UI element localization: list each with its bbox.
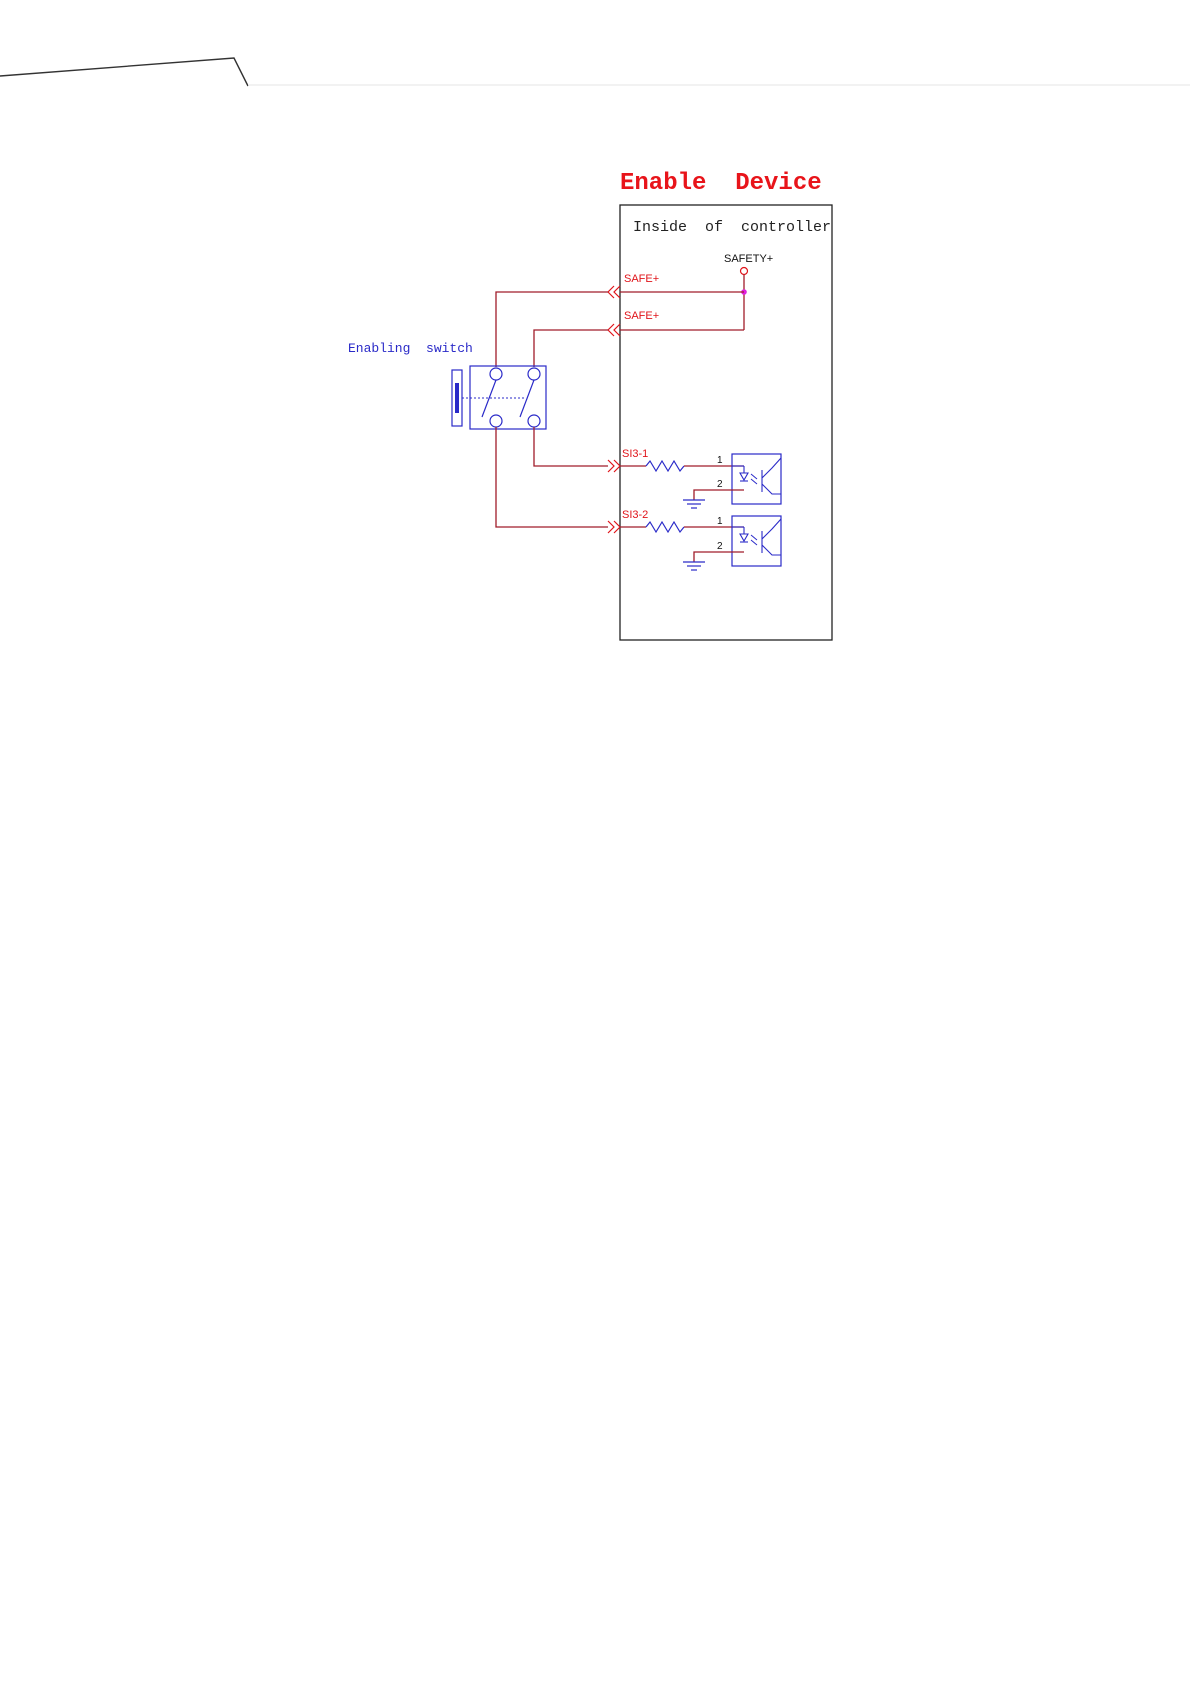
safe-plus-2-label: SAFE+ (624, 310, 659, 322)
switch-actuator-bar (455, 383, 459, 413)
resistor-1-icon (646, 461, 684, 471)
optocoupler-2-led-icon (740, 534, 748, 541)
safety-plus-label: SAFETY+ (724, 253, 773, 265)
optocoupler-1-pin-2-wire (694, 490, 744, 500)
optocoupler-1-pin-2: 2 (717, 479, 723, 490)
optocoupler-2: 1 2 (683, 516, 781, 570)
controller-frame (620, 205, 832, 640)
ground-1-icon (683, 500, 705, 508)
switch-blade-left (482, 380, 496, 417)
optocoupler-1-light-arrows-icon (751, 474, 757, 484)
si3-2-connector-icon (608, 521, 620, 533)
optocoupler-2-body (732, 516, 781, 566)
switch-contact-top-right (528, 368, 540, 380)
switch-contact-bottom-right (528, 415, 540, 427)
enabling-switch: Enabling switch (348, 341, 546, 429)
header-tab-outline (0, 58, 248, 86)
si3-1-connector-icon (608, 460, 620, 472)
enabling-switch-label: Enabling switch (348, 341, 473, 356)
safety-plus-terminal (741, 268, 748, 275)
si3-1-net: SI3-1 (534, 427, 744, 472)
safe-plus-2-connector-icon (608, 324, 620, 336)
optocoupler-1: 1 2 (683, 454, 781, 508)
safe-plus-1-label: SAFE+ (624, 273, 659, 285)
page-header-decoration (0, 58, 1190, 86)
si3-1-wire-outside (534, 427, 608, 466)
optocoupler-1-led-icon (740, 473, 748, 480)
resistor-2-icon (646, 522, 684, 532)
optocoupler-2-transistor-icon (762, 519, 781, 555)
switch-contact-top-left (490, 368, 502, 380)
si3-2-wire-outside (496, 427, 608, 527)
safe-plus-2-wire-outside (534, 330, 608, 367)
controller-label: Inside of controller (633, 219, 831, 236)
optocoupler-1-pin-1: 1 (717, 455, 723, 466)
safe-plus-1-connector-icon (608, 286, 620, 298)
optocoupler-2-pin-2-wire (694, 552, 744, 562)
optocoupler-2-pin-2: 2 (717, 541, 723, 552)
safe-plus-2-net: SAFE+ (534, 310, 744, 367)
switch-contact-bottom-left (490, 415, 502, 427)
si3-2-label: SI3-2 (622, 509, 648, 521)
optocoupler-2-light-arrows-icon (751, 535, 757, 545)
diagram-title: Enable Device (620, 170, 822, 197)
si3-1-label: SI3-1 (622, 448, 648, 460)
ground-2-icon (683, 562, 705, 570)
optocoupler-2-pin-1: 1 (717, 516, 723, 527)
optocoupler-1-transistor-icon (762, 458, 781, 494)
